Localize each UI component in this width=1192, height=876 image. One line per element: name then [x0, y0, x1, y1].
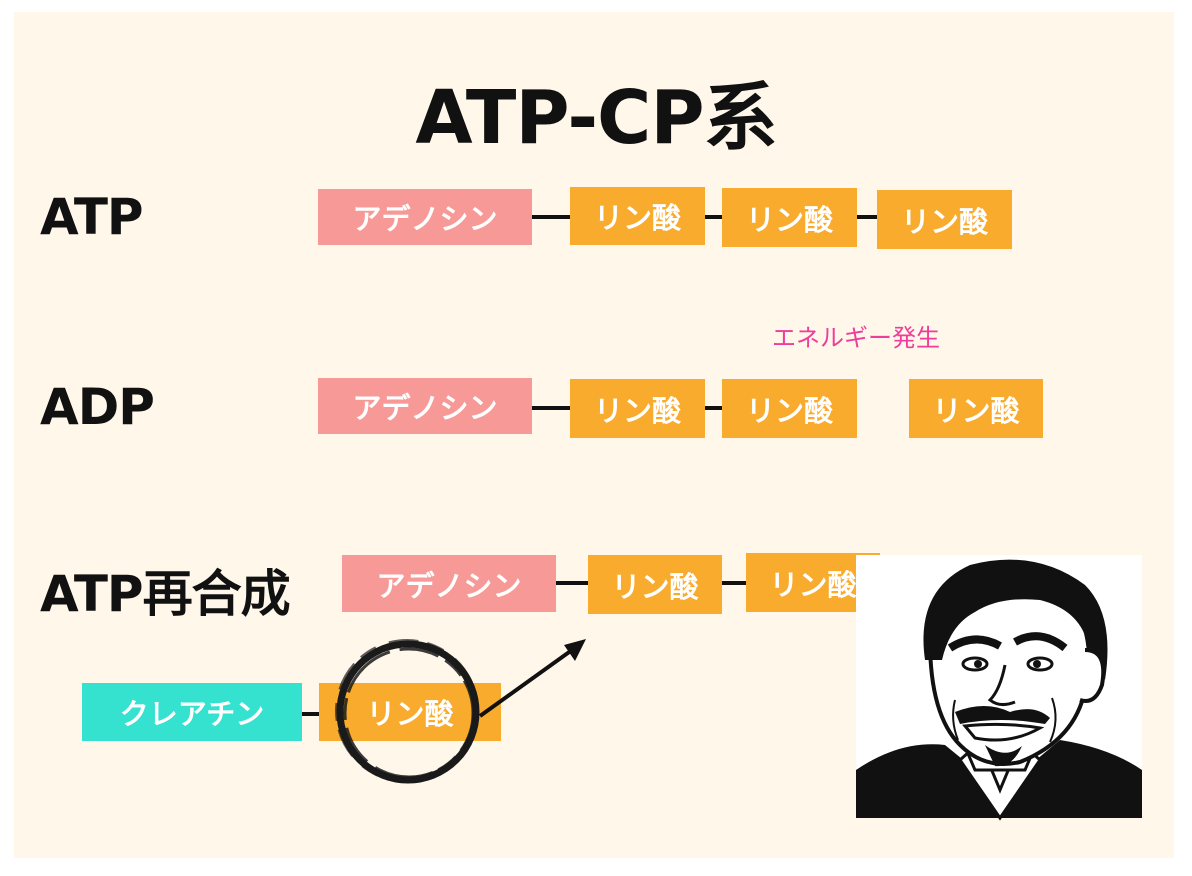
brush-circle-icon	[336, 640, 478, 782]
transfer-arrow-icon	[480, 639, 586, 716]
meme-face-icon	[856, 555, 1142, 818]
